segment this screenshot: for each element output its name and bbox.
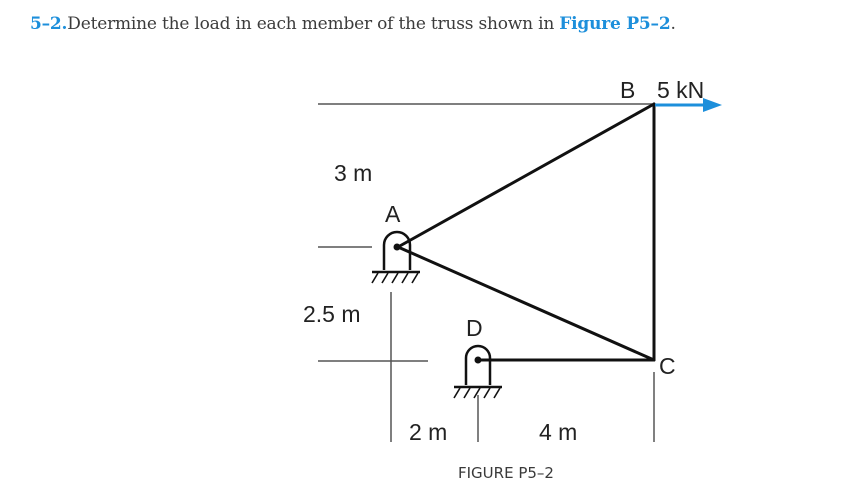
pin-support-a-icon [371,230,420,284]
member-ab [396,102,656,249]
joint-c-label: C [659,353,676,379]
problem-end: . [670,14,676,34]
load-label: 5 kN [657,77,704,103]
figure-caption: FIGURE P5–2 [458,464,554,482]
load-arrow-icon [655,98,722,112]
dim-3m-label: 3 m [334,160,372,186]
joint-d-label: D [466,315,483,341]
pin-support-d-icon [453,344,502,399]
joint-b-label: B [620,77,635,103]
member-ac [396,245,656,362]
truss-members [396,102,656,362]
figure-link[interactable]: Figure P5–2 [559,14,671,34]
problem-number: 5–2. [30,14,68,34]
joint-a-label: A [385,201,401,227]
problem-statement: 5–2.Determine the load in each member of… [30,14,676,34]
dim-4m-label: 4 m [539,419,577,445]
dim-2m-label: 2 m [409,419,447,445]
problem-text: Determine the load in each member of the… [67,14,560,34]
dimension-lines [318,103,655,442]
dim-2-5m-label: 2.5 m [303,301,361,327]
